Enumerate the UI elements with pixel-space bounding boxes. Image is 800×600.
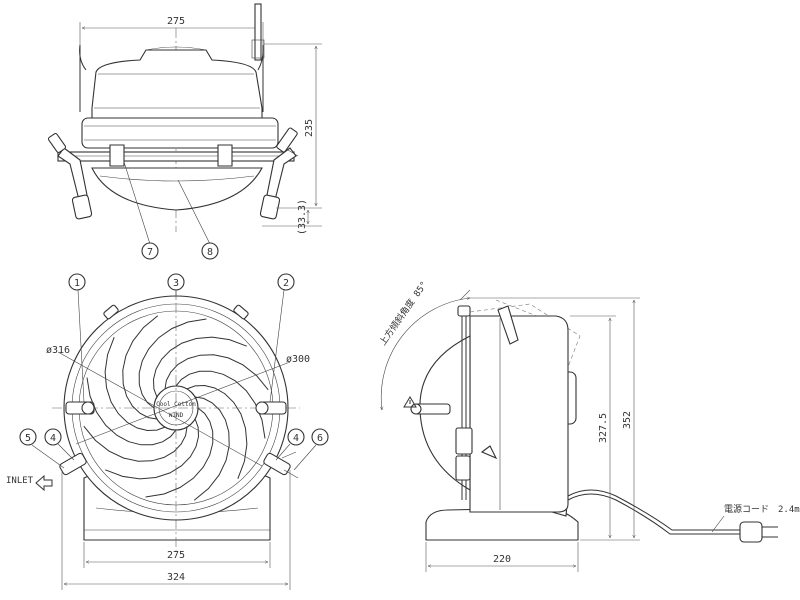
warning-triangle-icon — [403, 396, 417, 408]
svg-text:4: 4 — [293, 433, 299, 444]
svg-text:4: 4 — [50, 433, 56, 444]
fan-blade — [186, 384, 248, 479]
svg-text:5: 5 — [25, 433, 31, 444]
top-height-label: 235 — [304, 119, 315, 137]
callout-2: 2 — [269, 273, 295, 403]
callout-4-left: 4 — [44, 428, 75, 461]
callout-8: 8 — [177, 179, 219, 260]
hub-label-line1: Cool Cotton — [156, 401, 196, 408]
svg-text:324: 324 — [167, 572, 185, 583]
callout-6: 6 — [293, 428, 329, 471]
fan-blade — [122, 315, 159, 420]
power-plug-icon — [739, 521, 778, 543]
power-cord-label: 電源コード 2.4m — [724, 504, 800, 515]
front-view: Cool Cotton WIND ø316 ø300 275 — [6, 273, 329, 590]
fan-blade — [193, 396, 230, 501]
svg-text:2: 2 — [283, 278, 289, 289]
front-dome — [91, 167, 263, 211]
fan-blade — [145, 407, 214, 498]
svg-text:327.5: 327.5 — [598, 413, 609, 443]
fan-blade — [104, 337, 166, 432]
svg-text:352: 352 — [622, 411, 633, 429]
svg-text:8: 8 — [207, 247, 213, 258]
top-width-label: 275 — [167, 16, 185, 27]
svg-text:220: 220 — [493, 554, 511, 565]
svg-text:1: 1 — [74, 278, 80, 289]
front-base-inner-dimension: 275 — [83, 542, 271, 568]
svg-text:6: 6 — [317, 433, 323, 444]
side-depth-dimension: 220 — [425, 542, 579, 572]
svg-text:275: 275 — [167, 550, 185, 561]
tilt-angle-arc — [381, 298, 470, 410]
side-height-inner-dimension: 327.5 — [570, 315, 616, 538]
inlet-arrow-icon — [35, 474, 53, 492]
fan-blade — [83, 425, 188, 462]
fan-blade — [105, 418, 200, 480]
outer-diameter-leader — [57, 351, 263, 467]
right-arm — [259, 127, 299, 220]
left-arm — [47, 132, 93, 220]
fan-blade — [152, 336, 247, 398]
fan-blade — [164, 354, 269, 391]
callout-4-right: 4 — [275, 428, 305, 461]
top-height-dimension: 235 — [264, 43, 322, 209]
fan-blade — [138, 318, 207, 409]
inner-diameter-label: ø300 — [286, 354, 310, 365]
front-ring-side — [81, 117, 279, 149]
svg-text:3: 3 — [173, 278, 179, 289]
outer-diameter-label: ø316 — [46, 345, 70, 356]
callout-5: 5 — [19, 428, 65, 469]
top-view: 275 — [47, 3, 322, 260]
callout-1: 1 — [68, 273, 86, 403]
inner-diameter-leader — [75, 361, 291, 445]
svg-text:7: 7 — [147, 247, 153, 258]
top-offset-label: (33.3) — [297, 199, 308, 235]
callout-3: 3 — [167, 273, 185, 298]
motor-housing — [91, 49, 263, 119]
side-height-total-dimension: 352 — [470, 297, 640, 541]
top-offset-dimension: (33.3) — [262, 199, 322, 235]
inlet-label: INLET — [6, 476, 34, 486]
callout-7: 7 — [123, 161, 159, 260]
side-view: 上方傾斜角度 85° — [377, 279, 800, 572]
front-base-outer-dimension: 324 — [61, 470, 291, 590]
power-cord — [567, 489, 740, 531]
side-body — [469, 315, 569, 513]
tilt-angle-label: 上方傾斜角度 85° — [377, 279, 430, 348]
